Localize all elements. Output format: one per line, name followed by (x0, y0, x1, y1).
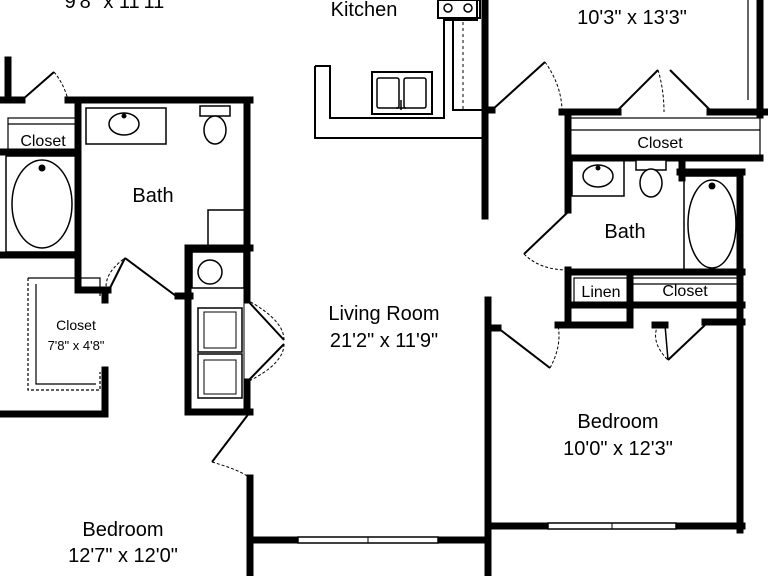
tub-right-icon (683, 175, 741, 273)
bedroom-right-dims: 10'0" x 12'3" (563, 438, 673, 460)
vanity-left (85, 107, 167, 145)
bath-left-label: Bath (132, 185, 173, 207)
doors (21, 61, 711, 479)
linen-label: Linen (581, 284, 620, 301)
windows (297, 0, 749, 544)
living-room-dims: 21'2" x 11'9" (330, 330, 438, 352)
bedroom-left-dims: 12'7" x 12'0" (68, 545, 178, 567)
washer-dryer-icon (191, 251, 245, 408)
toilet-left-icon (199, 105, 231, 145)
tub-left-icon (5, 155, 79, 253)
closet-shelves (7, 117, 761, 306)
bedroom-left-label: Bedroom (82, 519, 163, 541)
kitchen-counter (314, 0, 485, 139)
kitchen-label: Kitchen (331, 0, 398, 21)
stove-icon (437, 0, 481, 19)
living-room-label: Living Room (328, 303, 439, 325)
bath-right-label: Bath (604, 221, 645, 243)
closet-right-top-label: Closet (637, 135, 683, 152)
closet-right-mid-label: Closet (662, 283, 708, 300)
walkin-closet-rod (27, 277, 101, 391)
walkin-closet-dims: 7'8" x 4'8" (48, 338, 105, 353)
linen-shelf-left (207, 209, 247, 247)
kitchen-sink (371, 71, 433, 115)
top-left-room-dims: 9'8" x 11'11" (65, 0, 172, 13)
labels: 9'8" x 11'11" Kitchen 10'3" x 13'3" Clos… (20, 0, 708, 567)
closet-left-label: Closet (20, 133, 66, 150)
bedroom-right-label: Bedroom (577, 411, 658, 433)
toilet-right-icon (635, 159, 667, 198)
walkin-closet-label: Closet (56, 317, 96, 333)
top-right-room-dims: 10'3" x 13'3" (577, 7, 687, 29)
vanity-right (571, 159, 625, 197)
